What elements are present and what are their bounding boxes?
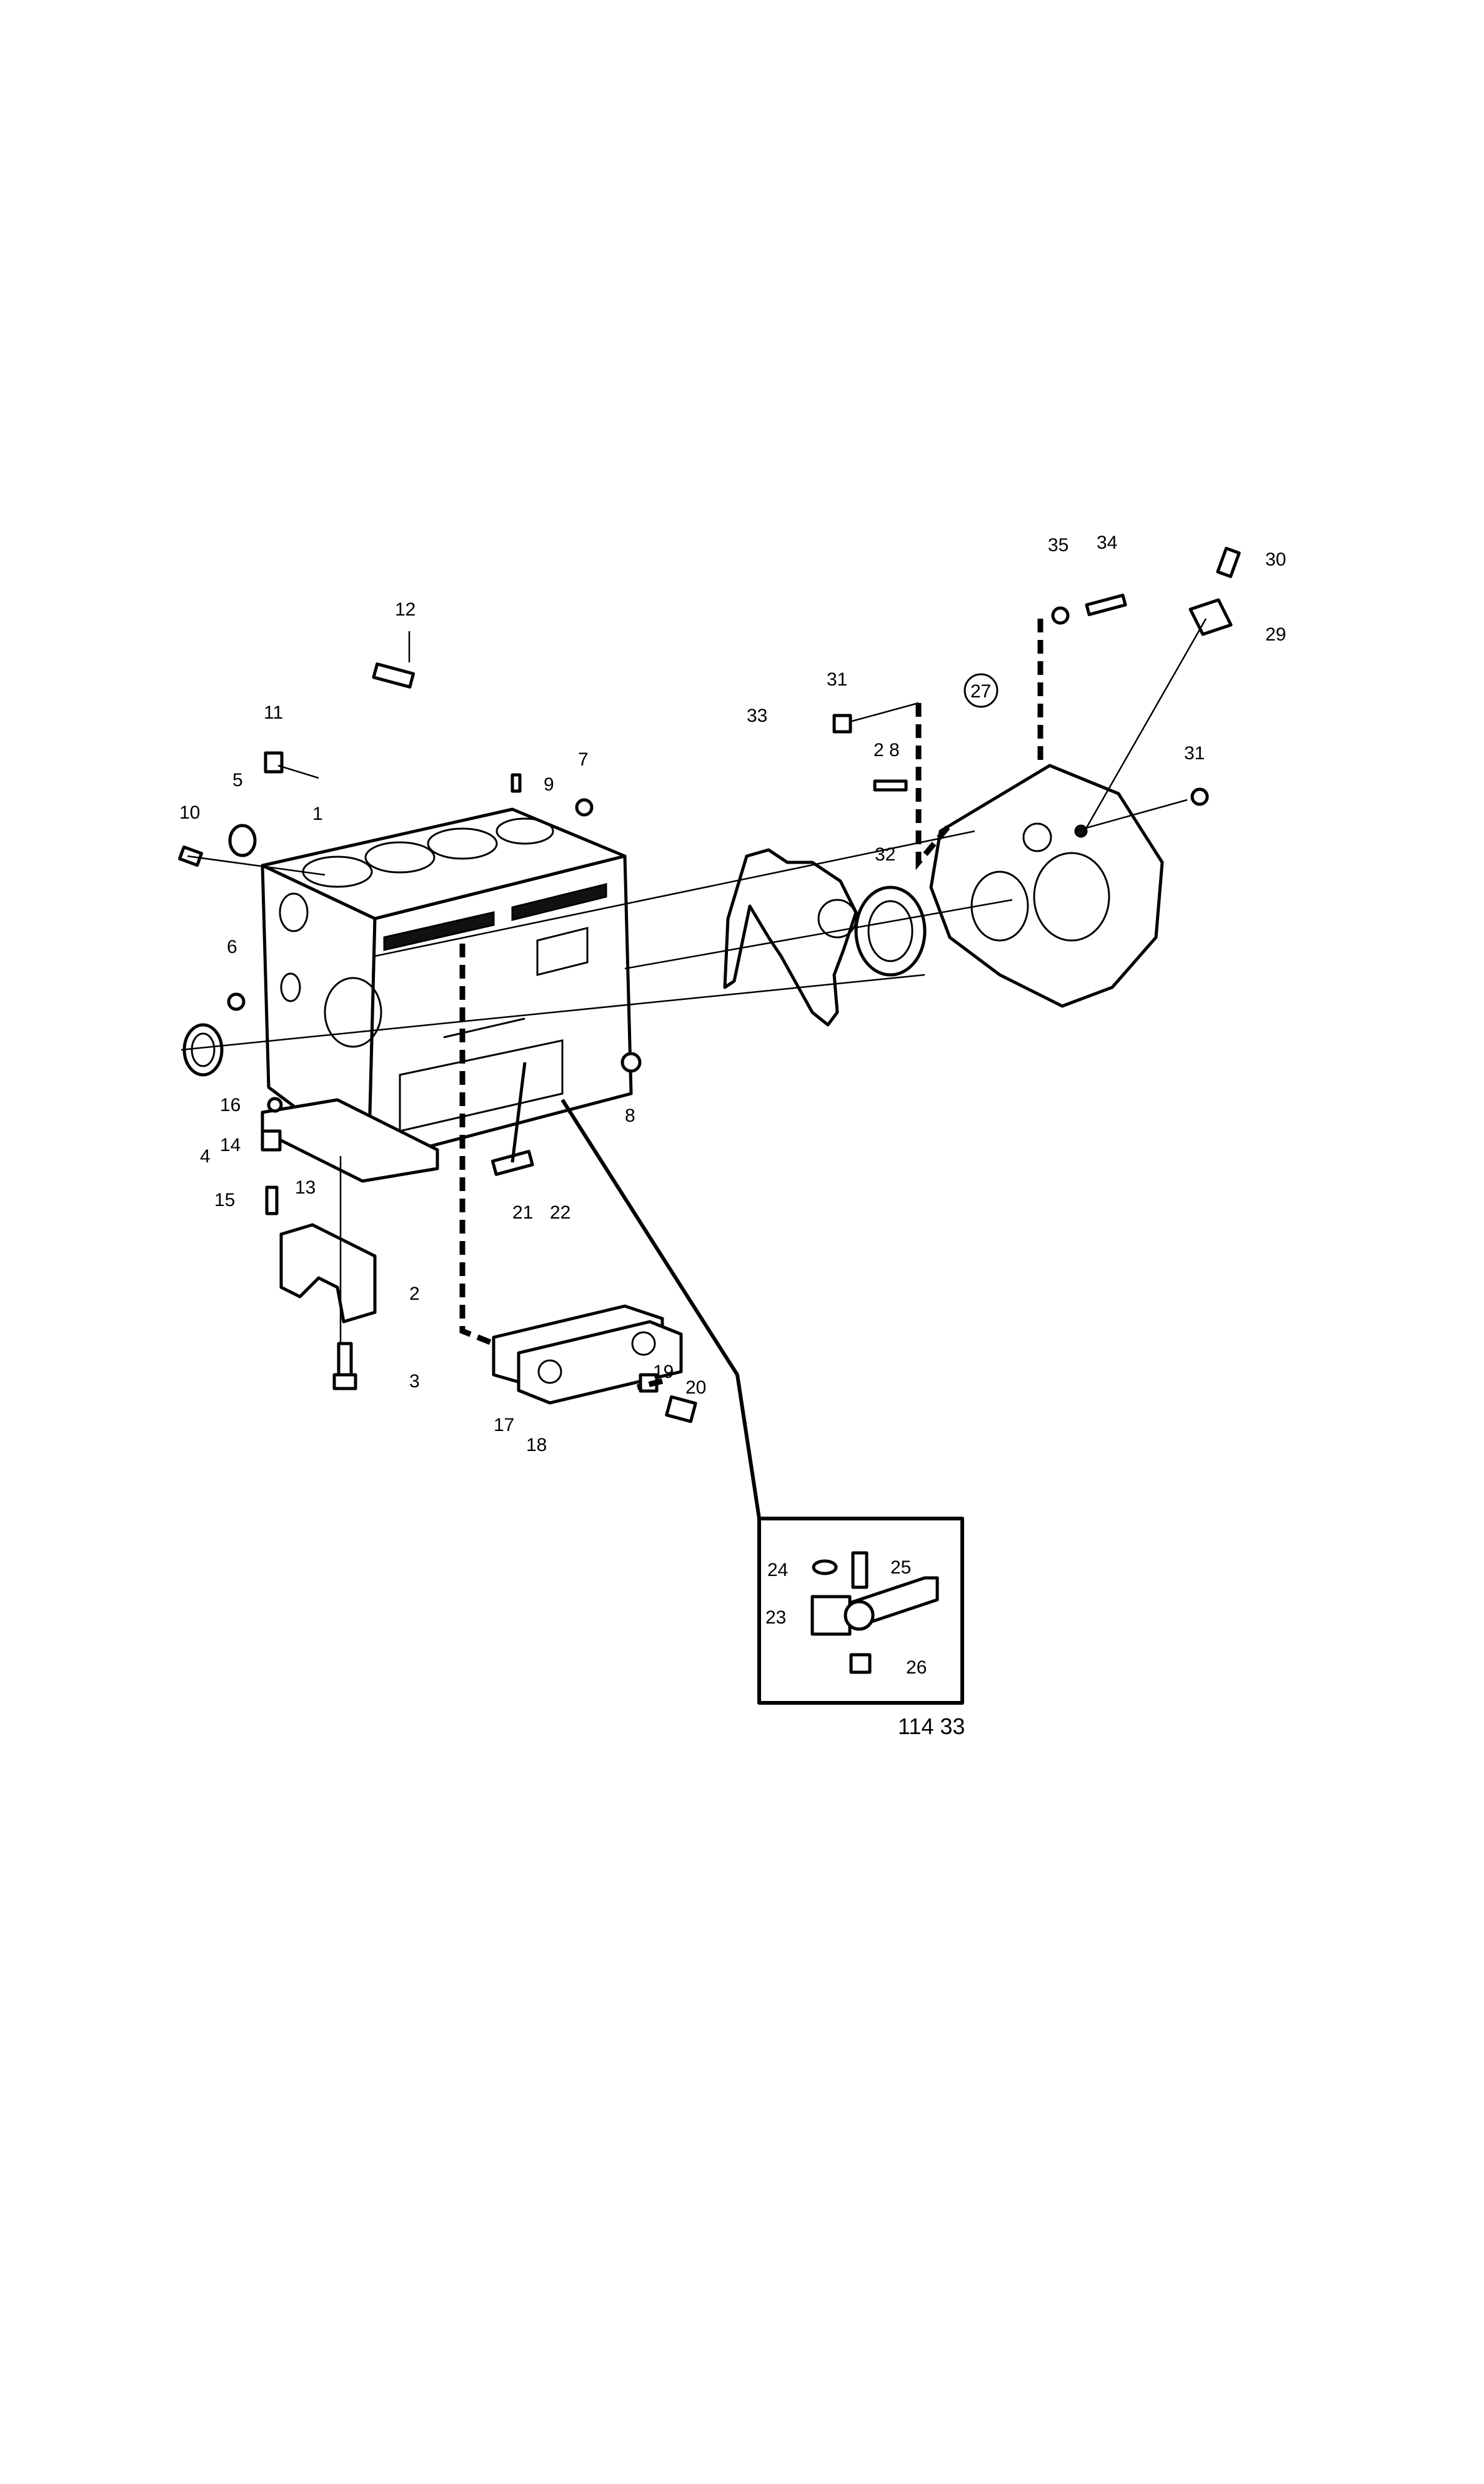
timing-gasket (723, 848, 858, 1027)
callout-19: 19 (653, 1362, 674, 1382)
callout-28: 2 8 (874, 740, 900, 761)
plug-7 (575, 798, 594, 817)
callout-17: 17 (494, 1415, 514, 1435)
callout-29: 29 (1265, 624, 1286, 645)
bolt-30 (1216, 546, 1241, 579)
stud-25 (851, 1551, 869, 1589)
callout-16: 16 (220, 1095, 241, 1115)
callout-6: 6 (227, 937, 237, 957)
callout-11: 11 (264, 702, 283, 723)
washer-16 (267, 1097, 283, 1113)
callout-24: 24 (767, 1560, 788, 1580)
callout-31-top: 31 (827, 669, 847, 690)
detail-inset (757, 1517, 964, 1705)
callout-8: 8 (625, 1105, 635, 1126)
dowel-14 (261, 1129, 282, 1152)
callouts: 1 2 3 4 5 6 7 8 9 10 11 12 13 14 15 16 1… (179, 532, 1286, 1678)
callout-10: 10 (179, 802, 200, 823)
callout-26: 26 (906, 1657, 927, 1678)
nut-26 (849, 1653, 872, 1674)
callout-1: 1 (312, 804, 323, 824)
callout-2: 2 (409, 1284, 420, 1304)
callout-30: 30 (1265, 549, 1286, 570)
main-bearing-cap (279, 1223, 377, 1324)
bolt-34 (1085, 594, 1127, 616)
callout-3: 3 (409, 1371, 420, 1392)
assembly-lines (181, 618, 1207, 1519)
callout-20: 20 (685, 1377, 706, 1398)
bracket-23 (810, 1595, 852, 1636)
pin-28 (873, 779, 908, 792)
fittings (177, 546, 1241, 1424)
callout-35: 35 (1048, 535, 1068, 556)
callout-21: 21 (512, 1202, 533, 1223)
callout-12: 12 (395, 599, 416, 620)
plug-20 (665, 1395, 697, 1424)
plug-31-right (1190, 787, 1209, 806)
callout-23: 23 (765, 1607, 786, 1628)
callout-33: 33 (747, 706, 767, 726)
callout-9: 9 (544, 774, 554, 795)
callout-13: 13 (295, 1177, 316, 1198)
pin-9 (510, 773, 522, 793)
flywheel-housing (929, 764, 1164, 1008)
plug-6 (227, 992, 246, 1011)
callout-34: 34 (1097, 532, 1117, 553)
callout-31-right: 31 (1184, 743, 1205, 764)
bolt-15 (265, 1185, 279, 1215)
callout-18: 18 (526, 1435, 547, 1455)
callout-7: 7 (578, 749, 589, 770)
callout-14: 14 (220, 1135, 241, 1155)
crank-seal (854, 885, 927, 977)
plug-8 (620, 1052, 642, 1073)
plug-11 (264, 751, 284, 774)
callout-27-circle: 27 (964, 673, 998, 708)
plug-31-top (832, 714, 852, 734)
washer-35 (1051, 606, 1070, 625)
diagram-id: 114 33 (898, 1713, 965, 1739)
callout-25: 25 (890, 1557, 911, 1578)
callout-27: 27 (970, 681, 991, 702)
cylinder-block (261, 807, 633, 1164)
washer-24 (812, 1559, 838, 1575)
callout-15: 15 (214, 1190, 235, 1210)
callout-4: 4 (200, 1146, 211, 1167)
cover-29 (1188, 598, 1233, 636)
cover-plate (517, 1320, 683, 1405)
callout-5: 5 (232, 770, 243, 791)
core-plug-5 (228, 824, 257, 857)
part-21 (491, 1150, 534, 1176)
callout-22: 22 (550, 1202, 570, 1223)
callout-32: 32 (875, 844, 895, 865)
plug-12 (372, 662, 416, 689)
front-seal (182, 1023, 224, 1077)
plug-19 (639, 1373, 659, 1393)
bearing-cap-bolt (332, 1342, 357, 1390)
